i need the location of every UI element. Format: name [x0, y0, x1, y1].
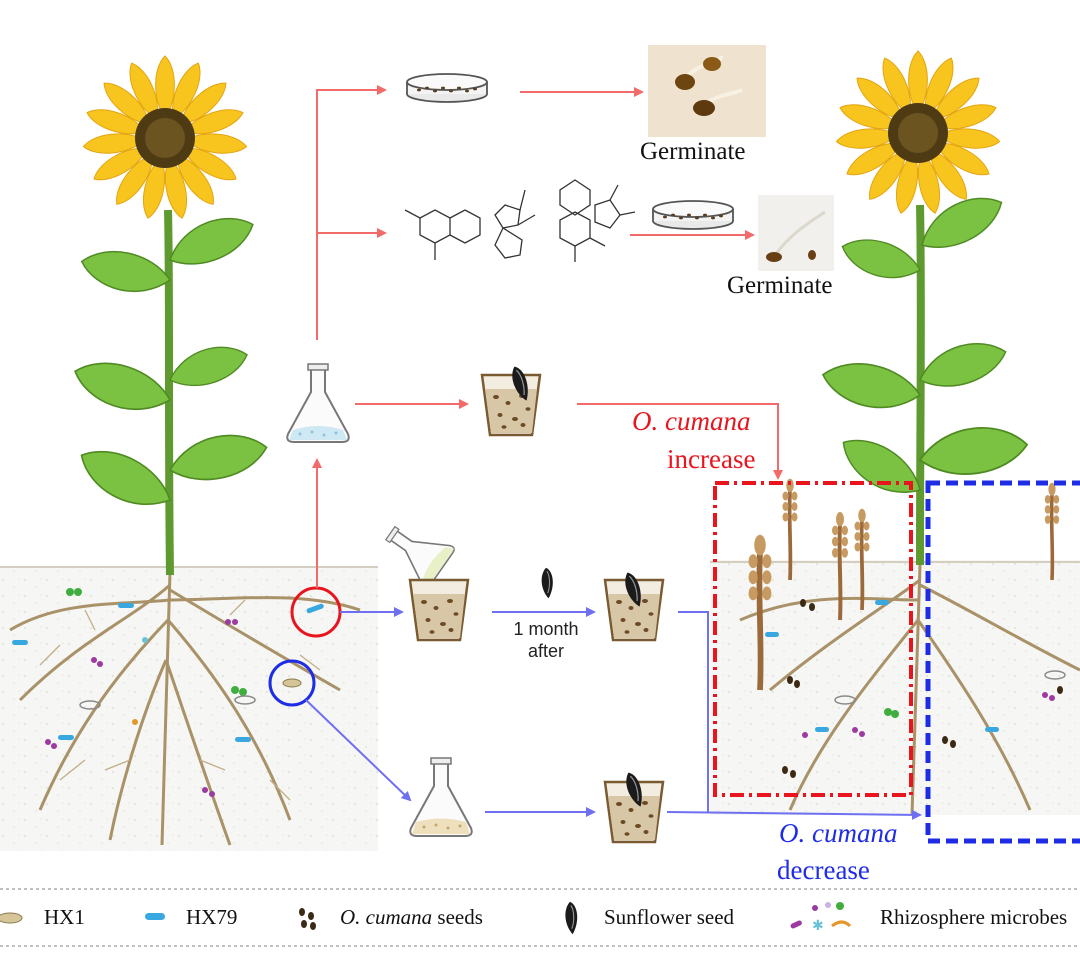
hx1-legend-icon [0, 912, 23, 924]
pot-icon-red-row [480, 373, 542, 437]
legend-seeds: O. cumana seeds [340, 905, 483, 930]
germinate-label-mid: Germinate [727, 272, 833, 299]
flask-icon-tilted [375, 512, 457, 590]
legend-hx1: HX1 [44, 905, 85, 929]
month-line-1: 1 month [513, 619, 579, 639]
seeds-legend-icon [299, 908, 316, 930]
increase-word-label: increase [667, 444, 756, 474]
germinate-label-top: Germinate [640, 138, 746, 165]
petri-dish-icon-top [406, 73, 488, 103]
pot-icon-treated [408, 578, 470, 642]
right-sunflower-plant-icon [817, 50, 1031, 566]
microbes-legend-icon: ✱ [790, 902, 852, 934]
chemical-structures [404, 179, 636, 262]
left-microbes [12, 588, 256, 797]
legend-hx79: HX79 [186, 905, 238, 929]
right-microbes [765, 599, 1066, 778]
sunflower-seed-icon-month [541, 567, 554, 599]
blue-arrows [305, 607, 922, 820]
decrease-word-label: decrease [777, 855, 870, 885]
increase-species-label: O. cumana [632, 406, 751, 436]
legend-seeds-species: O. cumana [340, 905, 433, 929]
hx1-highlight-circle [268, 659, 316, 707]
decrease-species-label: O. cumana [779, 818, 898, 848]
legend-microbes: Rhizosphere microbes [880, 905, 1068, 929]
germination-photo-mid [758, 195, 834, 271]
hx79-legend-icon [145, 913, 165, 920]
left-sunflower-plant-icon [67, 55, 272, 576]
legend-sunflower-seed: Sunflower seed [604, 905, 735, 929]
right-roots [739, 564, 1080, 816]
petri-dish-icon-mid [652, 200, 734, 230]
legend-seeds-word: seeds [432, 905, 483, 929]
decrease-box [925, 480, 1080, 844]
increase-box [713, 481, 913, 797]
sunflower-seed-legend-icon [564, 901, 578, 935]
svg-text:✱: ✱ [812, 918, 824, 934]
month-line-2: after [527, 641, 565, 661]
month-after-label: 1 month after [498, 618, 594, 662]
red-arrows [312, 85, 783, 588]
germination-photo-top [648, 45, 766, 137]
